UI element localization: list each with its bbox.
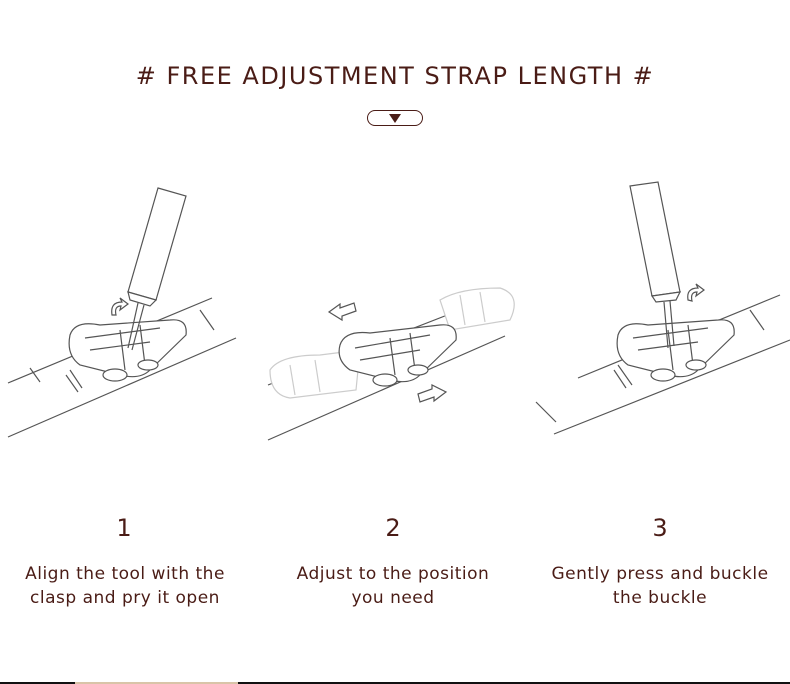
step-2-line-1: Adjust to the position (296, 564, 490, 584)
step-2-illustration (260, 170, 530, 450)
step-3-illustration (528, 170, 790, 450)
page-title: # FREE ADJUSTMENT STRAP LENGTH # (135, 62, 655, 90)
next-section-edge (0, 682, 790, 684)
triangle-down-icon (389, 113, 401, 123)
step-3-line-1: Gently press and buckle (551, 564, 769, 584)
step-3-number: 3 (652, 514, 668, 542)
step-2-line-2: you need (351, 588, 435, 608)
step-1-illustration (0, 170, 270, 450)
step-1-description: Align the tool with the clasp and pry it… (0, 562, 255, 610)
step-1-line-1: Align the tool with the (25, 564, 225, 584)
step-3-line-2: the buckle (612, 588, 708, 608)
step-2-description: Adjust to the position you need (263, 562, 523, 610)
step-1-line-2: clasp and pry it open (30, 588, 220, 608)
step-2-number: 2 (385, 514, 401, 542)
step-1-number: 1 (116, 514, 132, 542)
scroll-down-indicator (367, 110, 423, 126)
step-3-description: Gently press and buckle the buckle (530, 562, 790, 610)
